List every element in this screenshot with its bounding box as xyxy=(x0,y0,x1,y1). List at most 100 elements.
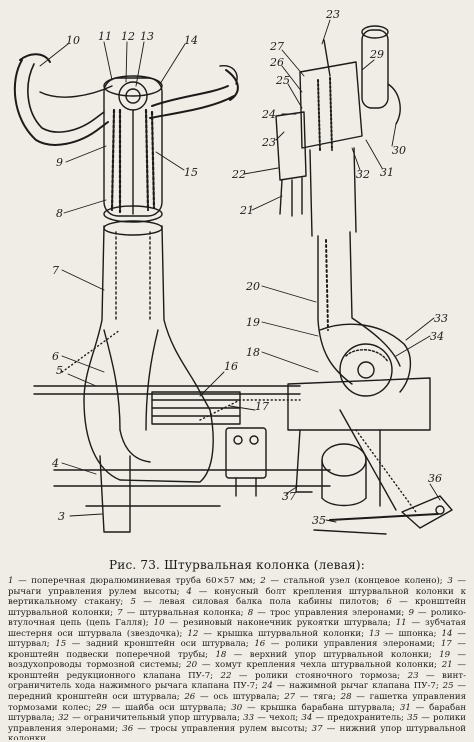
legend-item-number: 17 xyxy=(440,639,452,650)
legend-item: 22 — ролики стояночного тормоза; xyxy=(220,670,401,681)
legend-item-number: 26 xyxy=(184,692,196,703)
legend-item: 26 — ось штурвала; xyxy=(184,692,280,703)
legend-item: 31 — барабан штурвала; xyxy=(8,702,466,724)
legend-item-text: передний кронштейн оси штурвала; xyxy=(8,692,180,703)
legend-item: 20 — хомут крепления чехла штурвальной к… xyxy=(186,660,437,671)
legend-item: 2 — стальной узел (концевое колено); xyxy=(260,576,443,586)
legend-item-number: 6 xyxy=(386,597,392,608)
legend-item: 4 — конусный болт крепления штурвальной … xyxy=(8,586,466,608)
legend-item: 19 — воздухопроводы тормозной системы; xyxy=(8,649,466,671)
legend-item: 23 — винт-ограничитель хода нажимного ры… xyxy=(8,670,466,692)
callout-16: 16 xyxy=(224,360,238,373)
figure-caption-title: Рис. 73. Штурвальная колонка (левая): xyxy=(108,558,366,572)
legend-item-text: хомут крепления чехла штурвальной колонк… xyxy=(215,660,437,671)
legend-item-text: верхний упор штурвальной колонки; xyxy=(249,649,432,660)
legend-item-text: ролики управления элеронами; xyxy=(285,639,436,650)
callout-25: 25 xyxy=(275,74,290,87)
legend-item-number: 9 xyxy=(408,607,414,618)
steering-column-drawing: 10 11 12 13 14 15 9 8 7 6 5 4 3 16 17 23… xyxy=(13,8,453,535)
legend-item-number: 27 xyxy=(284,692,296,703)
legend-item: 10 — резиновый наконечник рукоятки штурв… xyxy=(153,618,391,629)
legend-item-text: кронштейн подвески поперечной трубы; xyxy=(8,649,209,660)
callout-14: 14 xyxy=(184,34,198,47)
legend-item-number: 8 xyxy=(247,607,254,618)
legend-item-number: 3 xyxy=(447,576,453,586)
legend-item-text: шайба оси штурвала; xyxy=(125,702,227,713)
legend-item-number: 24 xyxy=(261,681,273,692)
legend-item-number: 37 xyxy=(311,723,323,734)
callout-21: 21 xyxy=(239,204,254,217)
legend-item: 24 — нажимной рычаг клапана ПУ-7; xyxy=(261,681,439,692)
legend-item-text: кронштейн редукционного клапана ПУ-7; xyxy=(8,670,214,681)
callout-23: 23 xyxy=(261,136,276,149)
legend-item: 13 — шпонка; xyxy=(368,628,437,639)
callout-15: 15 xyxy=(184,166,198,179)
callout-36: 36 xyxy=(428,472,442,485)
callout-leaders xyxy=(39,19,441,523)
legend-item-number: 2 xyxy=(260,576,266,586)
callout-12: 12 xyxy=(121,30,135,43)
legend-item: 21 — кронштейн редукционного клапана ПУ-… xyxy=(8,660,466,681)
legend-item-number: 13 xyxy=(368,628,380,639)
callout-9: 9 xyxy=(56,156,63,169)
legend-item-number: 4 xyxy=(186,586,192,597)
callout-10: 10 xyxy=(66,34,80,47)
legend-item-text: шпонка; xyxy=(398,628,437,639)
legend-item-number: 16 xyxy=(254,639,266,650)
legend-item-text: левая силовая балка пола кабины пилотов; xyxy=(159,597,380,608)
legend-item-number: 34 xyxy=(301,713,313,724)
legend-item-number: 7 xyxy=(117,607,123,618)
steering-wheel-drawing xyxy=(13,53,239,146)
column-head-drawing xyxy=(103,75,163,223)
legend-item-text: стальной узел (концевое колено); xyxy=(283,576,443,586)
legend-item: 30 — крышка барабана штурвала; xyxy=(231,702,396,713)
legend-item: 35 — ролики управления элеронами; xyxy=(8,713,466,734)
legend-item-text: тяга; xyxy=(313,692,336,703)
legend-item: 14 — штурвал; xyxy=(8,628,466,650)
column-tube-drawing xyxy=(33,220,331,533)
legend-item-number: 35 xyxy=(407,713,419,724)
callout-27: 27 xyxy=(269,40,284,53)
legend-item-text: задний кронштейн оси штурвала; xyxy=(86,639,249,650)
legend-item: 34 — предохранитель; xyxy=(301,713,404,724)
legend-item-number: 14 xyxy=(441,628,453,639)
legend-item-number: 10 xyxy=(153,618,165,629)
legend-item-number: 25 xyxy=(442,681,454,692)
callout-3: 3 xyxy=(58,510,65,523)
callout-8: 8 xyxy=(56,207,63,220)
legend-item: 28 — гашетка управления тормозами колес; xyxy=(8,692,466,713)
callout-19: 19 xyxy=(246,316,260,329)
callout-23-top: 23 xyxy=(325,8,340,21)
legend-item-number: 15 xyxy=(55,639,67,650)
legend-item-text: кронштейн штурвальной колонки; xyxy=(8,597,466,618)
callout-18: 18 xyxy=(246,346,260,359)
callout-31: 31 xyxy=(380,166,394,179)
legend-item-number: 5 xyxy=(130,597,136,608)
callout-24: 24 xyxy=(261,108,276,121)
legend-item-number: 1 xyxy=(8,576,14,586)
legend-item-number: 12 xyxy=(187,628,199,639)
legend-item: 6 — кронштейн штурвальной колонки; xyxy=(8,597,466,618)
legend-item: 11 — зубчатая шестерня оси штурвала (зве… xyxy=(8,618,466,639)
legend-item: 3 — рычаги управления рулем высоты; xyxy=(8,576,466,597)
legend-item-number: 32 xyxy=(57,713,69,724)
legend-item-number: 36 xyxy=(122,723,134,734)
legend-item-number: 11 xyxy=(395,618,407,629)
figure-legend: 1 — поперечная дюралюминиевая труба 60×5… xyxy=(8,576,466,740)
callout-7: 7 xyxy=(52,264,59,277)
legend-item: 29 — шайба оси штурвала; xyxy=(95,702,227,713)
callout-34: 34 xyxy=(430,330,444,343)
callout-35: 35 xyxy=(312,514,326,527)
legend-item-text: чехол; xyxy=(269,713,299,724)
legend-item: 32 — ограничительный упор штурвала; xyxy=(57,713,240,724)
legend-item-text: предохранитель; xyxy=(327,713,404,724)
callout-30: 30 xyxy=(392,144,406,157)
legend-item-text: винт-ограничитель хода нажимного рычага … xyxy=(8,670,466,692)
legend-item-text: ограничительный упор штурвала; xyxy=(83,713,240,724)
legend-item-number: 28 xyxy=(340,692,352,703)
callout-33: 33 xyxy=(434,312,448,325)
column-side-view-drawing xyxy=(275,25,453,535)
callout-37: 37 xyxy=(282,490,296,503)
legend-item: 25 — передний кронштейн оси штурвала; xyxy=(8,681,466,703)
legend-item: 27 — тяга; xyxy=(284,692,336,703)
